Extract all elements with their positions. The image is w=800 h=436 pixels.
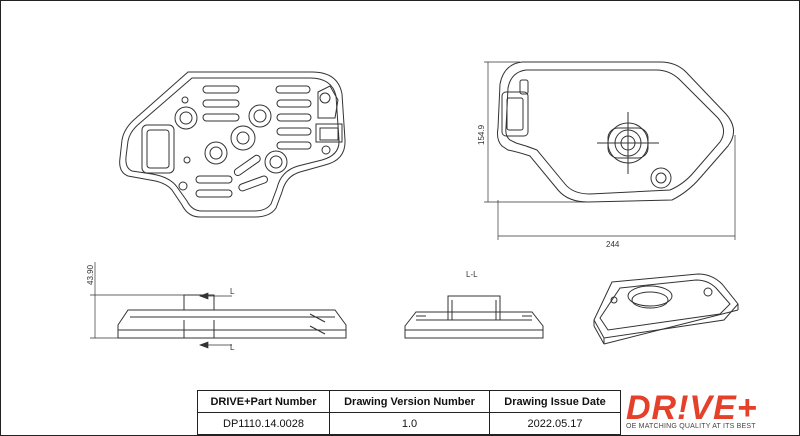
- section-marker-bottom: L: [230, 343, 235, 352]
- title-block-header-row: DRIVE+Part Number Drawing Version Number…: [197, 390, 621, 413]
- brand-logo: DR!VE+ OE MATCHING QUALITY AT ITS BEST: [620, 390, 798, 434]
- title-block-value-row: DP1110.14.0028 1.0 2022.05.17: [197, 412, 621, 435]
- header-issue-date: Drawing Issue Date: [489, 390, 621, 413]
- dimension-lines: [484, 61, 736, 240]
- filter-outline-view: [497, 61, 734, 203]
- header-version-number: Drawing Version Number: [329, 390, 490, 413]
- header-part-number: DRIVE+Part Number: [197, 390, 330, 413]
- width-dimension: 244: [606, 240, 620, 249]
- filter-top-view: [119, 71, 346, 218]
- side-dimension-lines: [90, 262, 232, 349]
- value-issue-date: 2022.05.17: [489, 412, 621, 435]
- logo-tagline: OE MATCHING QUALITY AT ITS BEST: [626, 423, 756, 430]
- isometric-view: [593, 273, 739, 345]
- value-version-number: 1.0: [329, 412, 490, 435]
- section-view: [404, 295, 544, 339]
- value-part-number: DP1110.14.0028: [197, 412, 330, 435]
- section-label: L-L: [466, 270, 478, 279]
- height-dimension: 154.9: [477, 124, 486, 145]
- logo-text: DR!VE+: [626, 389, 758, 427]
- filter-side-view: [117, 294, 347, 339]
- depth-dimension: 43.90: [86, 264, 95, 285]
- title-block-table: DRIVE+Part Number Drawing Version Number…: [197, 390, 621, 435]
- section-marker-top: L: [230, 287, 235, 296]
